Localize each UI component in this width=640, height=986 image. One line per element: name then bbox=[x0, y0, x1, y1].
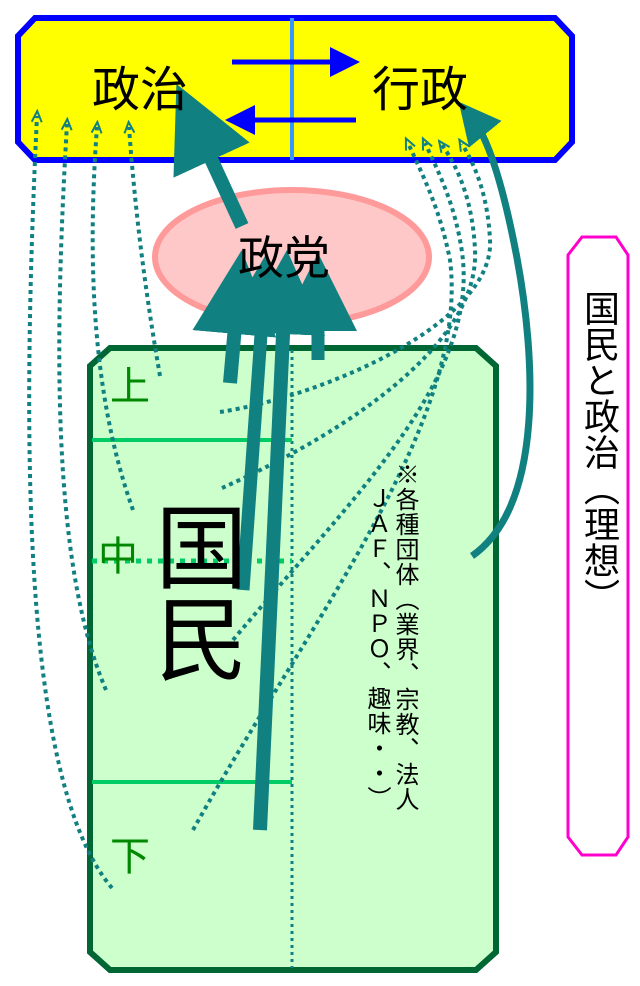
dotted-arrow-politics-4 bbox=[129, 127, 162, 377]
arrow-groups-to-admin bbox=[458, 101, 534, 559]
dotted-arrow-politics-3 bbox=[90, 127, 135, 511]
dotted-arrow-admin-4 bbox=[219, 144, 493, 414]
dotted-arrow-admin-2 bbox=[231, 143, 466, 642]
label-groups-note-2: ＪＡＦ、ＮＰＯ、趣味・・） bbox=[363, 486, 391, 811]
label-party: 政党 bbox=[238, 231, 330, 285]
arrow-citizen-to-party-1 bbox=[192, 250, 277, 384]
dotted-arrow-politics-1 bbox=[27, 116, 114, 890]
label-groups-note-1: ※各種団体（業界、宗教、法人 bbox=[391, 462, 419, 812]
label-level-upper: 上 bbox=[110, 364, 150, 410]
arrow-citizen-to-party-3 bbox=[241, 250, 326, 831]
label-side-note: 国民と政治（理想） bbox=[578, 290, 619, 614]
arrow-citizen-to-party-2 bbox=[222, 253, 301, 591]
label-politics: 政治 bbox=[92, 62, 189, 118]
label-level-lower: 下 bbox=[110, 834, 150, 880]
side-note-box bbox=[566, 235, 630, 857]
label-citizens: 国民 bbox=[140, 500, 247, 684]
dotted-arrow-politics-2 bbox=[57, 124, 108, 691]
label-administration: 行政 bbox=[372, 62, 469, 118]
top-box bbox=[15, 15, 575, 163]
arrow-party-to-politics bbox=[173, 83, 250, 229]
dotted-arrow-admin-3 bbox=[221, 145, 478, 490]
label-level-middle: 中 bbox=[98, 534, 138, 580]
